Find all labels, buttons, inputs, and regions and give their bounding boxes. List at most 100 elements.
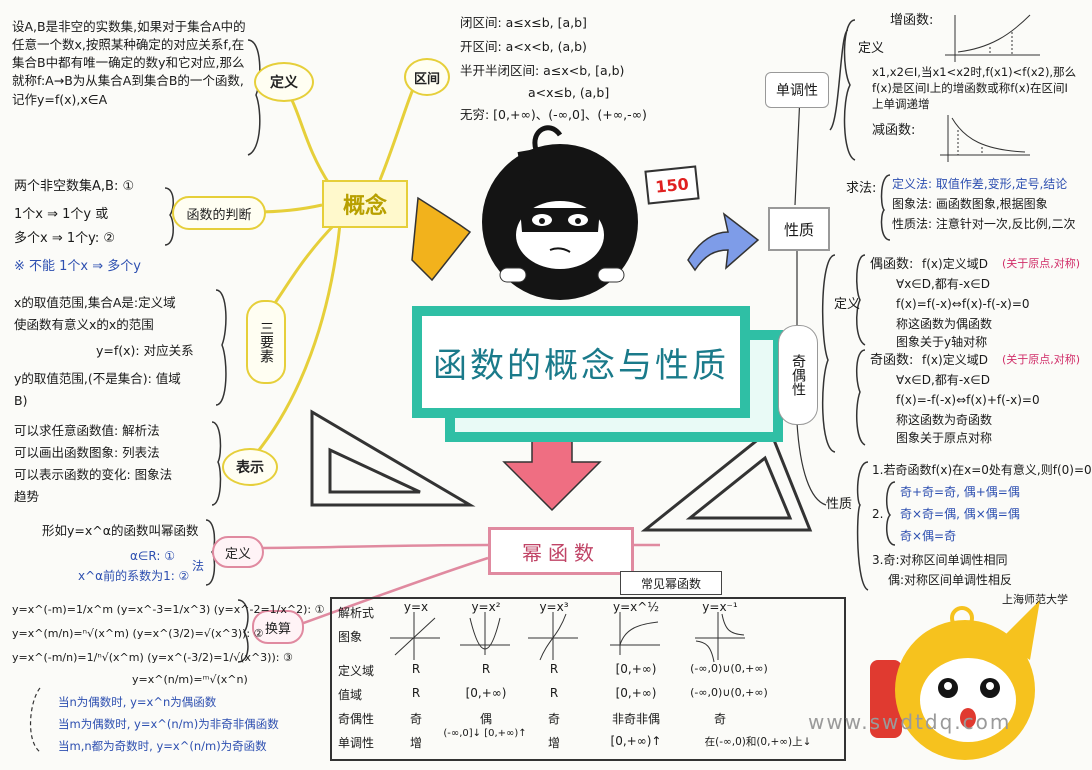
brace-rules: [885, 481, 896, 546]
mono-def-node: 定义: [858, 41, 885, 56]
cell-mono-5: 在(-∞,0)和(0,+∞)上↓: [704, 736, 812, 748]
main-title: 函数的概念与性质: [412, 306, 750, 418]
cell-domain-3: R: [549, 662, 559, 676]
judge-node[interactable]: 函数的判断: [172, 196, 266, 230]
interval-open: 开区间: a<x<b, (a,b): [460, 39, 587, 54]
cell-range-2: [0,+∞): [465, 686, 507, 700]
even-note: (关于原点,对称): [1002, 257, 1081, 270]
method-3: 性质法: 注意针对一次,反比例,二次: [892, 217, 1076, 231]
cell-range-3: R: [549, 686, 559, 700]
odd-line-4: 称这函数为奇函数: [896, 413, 993, 427]
yellow-mascot-icon: [870, 600, 1040, 760]
power-def-node[interactable]: 定义: [212, 536, 264, 568]
row-label-parity: 奇偶性: [338, 712, 375, 726]
inc-label: 增函数:: [890, 13, 934, 28]
three-elements-node[interactable]: 三要素: [246, 300, 286, 384]
judge-line-2: 1个x ⇒ 1个y 或: [14, 207, 109, 222]
cell-mono-1: 增: [409, 736, 422, 750]
triangle-rulers-icon: [310, 409, 813, 532]
decreasing-graph-icon: [940, 115, 1030, 162]
rule-3: 奇×偶=奇: [900, 529, 957, 543]
table-graphs: [390, 612, 745, 663]
brace-definition: [247, 39, 261, 156]
even-line-3: f(x)=f(-x)⇔f(x)-f(-x)=0: [896, 297, 1030, 311]
properties-node[interactable]: 性质: [768, 207, 830, 251]
mono-def-text: x1,x2∈I,当x1<x2时,f(x1)<f(x2),那么f(x)是区间I上的…: [872, 65, 1077, 112]
interval-half-1: 半开半闭区间: a≤x<b, [a,b): [460, 63, 625, 78]
monotonicity-node[interactable]: 单调性: [765, 72, 829, 108]
cell-expr-5: y=x⁻¹: [702, 600, 738, 614]
power-def-tail: 法: [192, 559, 205, 573]
three-line-3: y=f(x): 对应关系: [96, 343, 194, 358]
line-mono: [829, 29, 849, 131]
interval-node[interactable]: 区间: [404, 58, 450, 96]
even-line-1: f(x)定义域D: [922, 257, 988, 271]
graph-square-icon: [460, 612, 510, 655]
parity-prop-1: 1.若奇函数f(x)在x=0处有意义,则f(0)=0: [872, 463, 1092, 477]
even-title: 偶函数:: [870, 257, 914, 272]
convert-note-2: 当m为偶数时, y=x^(n/m)为非奇非偶函数: [58, 717, 279, 731]
cell-parity-5: 奇: [713, 712, 726, 726]
method-2: 图象法: 画函数图象,根据图象: [892, 197, 1048, 211]
link-mono-prop: [794, 94, 827, 206]
cell-mono-4: [0,+∞)↑: [610, 734, 662, 748]
brace-parity: [821, 254, 836, 453]
common-power-tag: 常见幂函数: [620, 571, 722, 595]
convert-line-3: y=x^(-m/n)=1/ⁿ√(x^m) (y=x^(-3/2)=1/√(x^3…: [12, 651, 293, 664]
brace-repr: [211, 421, 222, 506]
cell-mono-3: 增: [547, 736, 560, 750]
odd-line-5: 图象关于原点对称: [896, 431, 993, 445]
cell-expr-4: y=x^½: [613, 600, 659, 614]
even-line-5: 图象关于y轴对称: [896, 335, 988, 349]
dashed-link: [29, 687, 41, 753]
increasing-graph-icon: [945, 14, 1040, 62]
convert-line-4: y=x^(n/m)=ᵐ√(x^n): [132, 673, 248, 686]
repr-line-2: 可以画出函数图象: 列表法: [14, 445, 160, 460]
graph-cube-icon: [528, 612, 578, 661]
brace-mono: [843, 19, 856, 161]
power-def-sub1: α∈R: ①: [130, 549, 175, 563]
power-def-text: 形如y=x^α的函数叫幂函数: [42, 523, 199, 538]
cell-parity-4: 非奇非偶: [611, 712, 660, 726]
dec-label: 减函数:: [872, 123, 916, 138]
repr-line-3: 可以表示函数的变化: 图象法: [14, 467, 173, 482]
cell-range-1: R: [411, 686, 421, 700]
parity-prop-4: 偶:对称区间单调性相反: [888, 573, 1013, 587]
convert-node[interactable]: 换算: [252, 610, 304, 644]
row-label-mono: 单调性: [338, 736, 375, 750]
judge-line-1: 两个非空数集A,B: ①: [14, 179, 135, 194]
blue-arrow-icon: [687, 212, 760, 272]
credit: 上海师范大学: [1002, 593, 1068, 606]
concept-node[interactable]: 概念: [322, 180, 408, 228]
row-label-domain: 定义域: [338, 664, 375, 678]
cell-domain-5: (-∞,0)∪(0,+∞): [690, 662, 768, 675]
power-function-node[interactable]: 幂函数: [488, 527, 634, 575]
definition-text: 设A,B是非空的实数集,如果对于集合A中的任意一个数x,按照某种确定的对应关系f…: [12, 19, 246, 107]
convert-note-1: 当n为偶数时, y=x^n为偶函数: [58, 695, 217, 709]
graph-sqrt-icon: [610, 612, 660, 655]
parity-prop-node: 性质: [826, 497, 853, 512]
power-table: [330, 597, 846, 761]
definition-node[interactable]: 定义: [254, 62, 314, 102]
rule-2: 奇×奇=偶, 偶×偶=偶: [900, 507, 1020, 521]
representation-node[interactable]: 表示: [222, 448, 278, 486]
bomb-mascot-icon: [482, 125, 638, 300]
row-label-expr: 解析式: [338, 606, 375, 620]
interval-closed: 闭区间: a≤x≤b, [a,b]: [460, 15, 587, 30]
parity-node[interactable]: 奇偶性: [778, 325, 818, 425]
brace-method: [880, 174, 891, 241]
interval-half-2: a<x≤b, (a,b]: [528, 85, 610, 100]
cell-domain-1: R: [411, 662, 421, 676]
odd-note: (关于原点,对称): [1002, 353, 1081, 366]
cell-domain-4: [0,+∞): [615, 662, 657, 676]
convert-line-1: y=x^(-m)=1/x^m (y=x^-3=1/x^3) (y=x^-2=1/…: [12, 603, 325, 616]
judge-line-4: ※ 不能 1个x ⇒ 多个y: [14, 259, 141, 274]
brace-even: [855, 254, 866, 346]
concept-branches: [253, 74, 422, 456]
interval-infinite: 无穷: [0,+∞)、(-∞,0]、(+∞,-∞): [460, 107, 647, 122]
even-line-4: 称这函数为偶函数: [896, 317, 993, 331]
cell-parity-3: 奇: [547, 712, 560, 726]
even-line-2: ∀x∈D,都有-x∈D: [896, 277, 990, 291]
watermark: www.swdtdq.com: [808, 710, 1012, 734]
